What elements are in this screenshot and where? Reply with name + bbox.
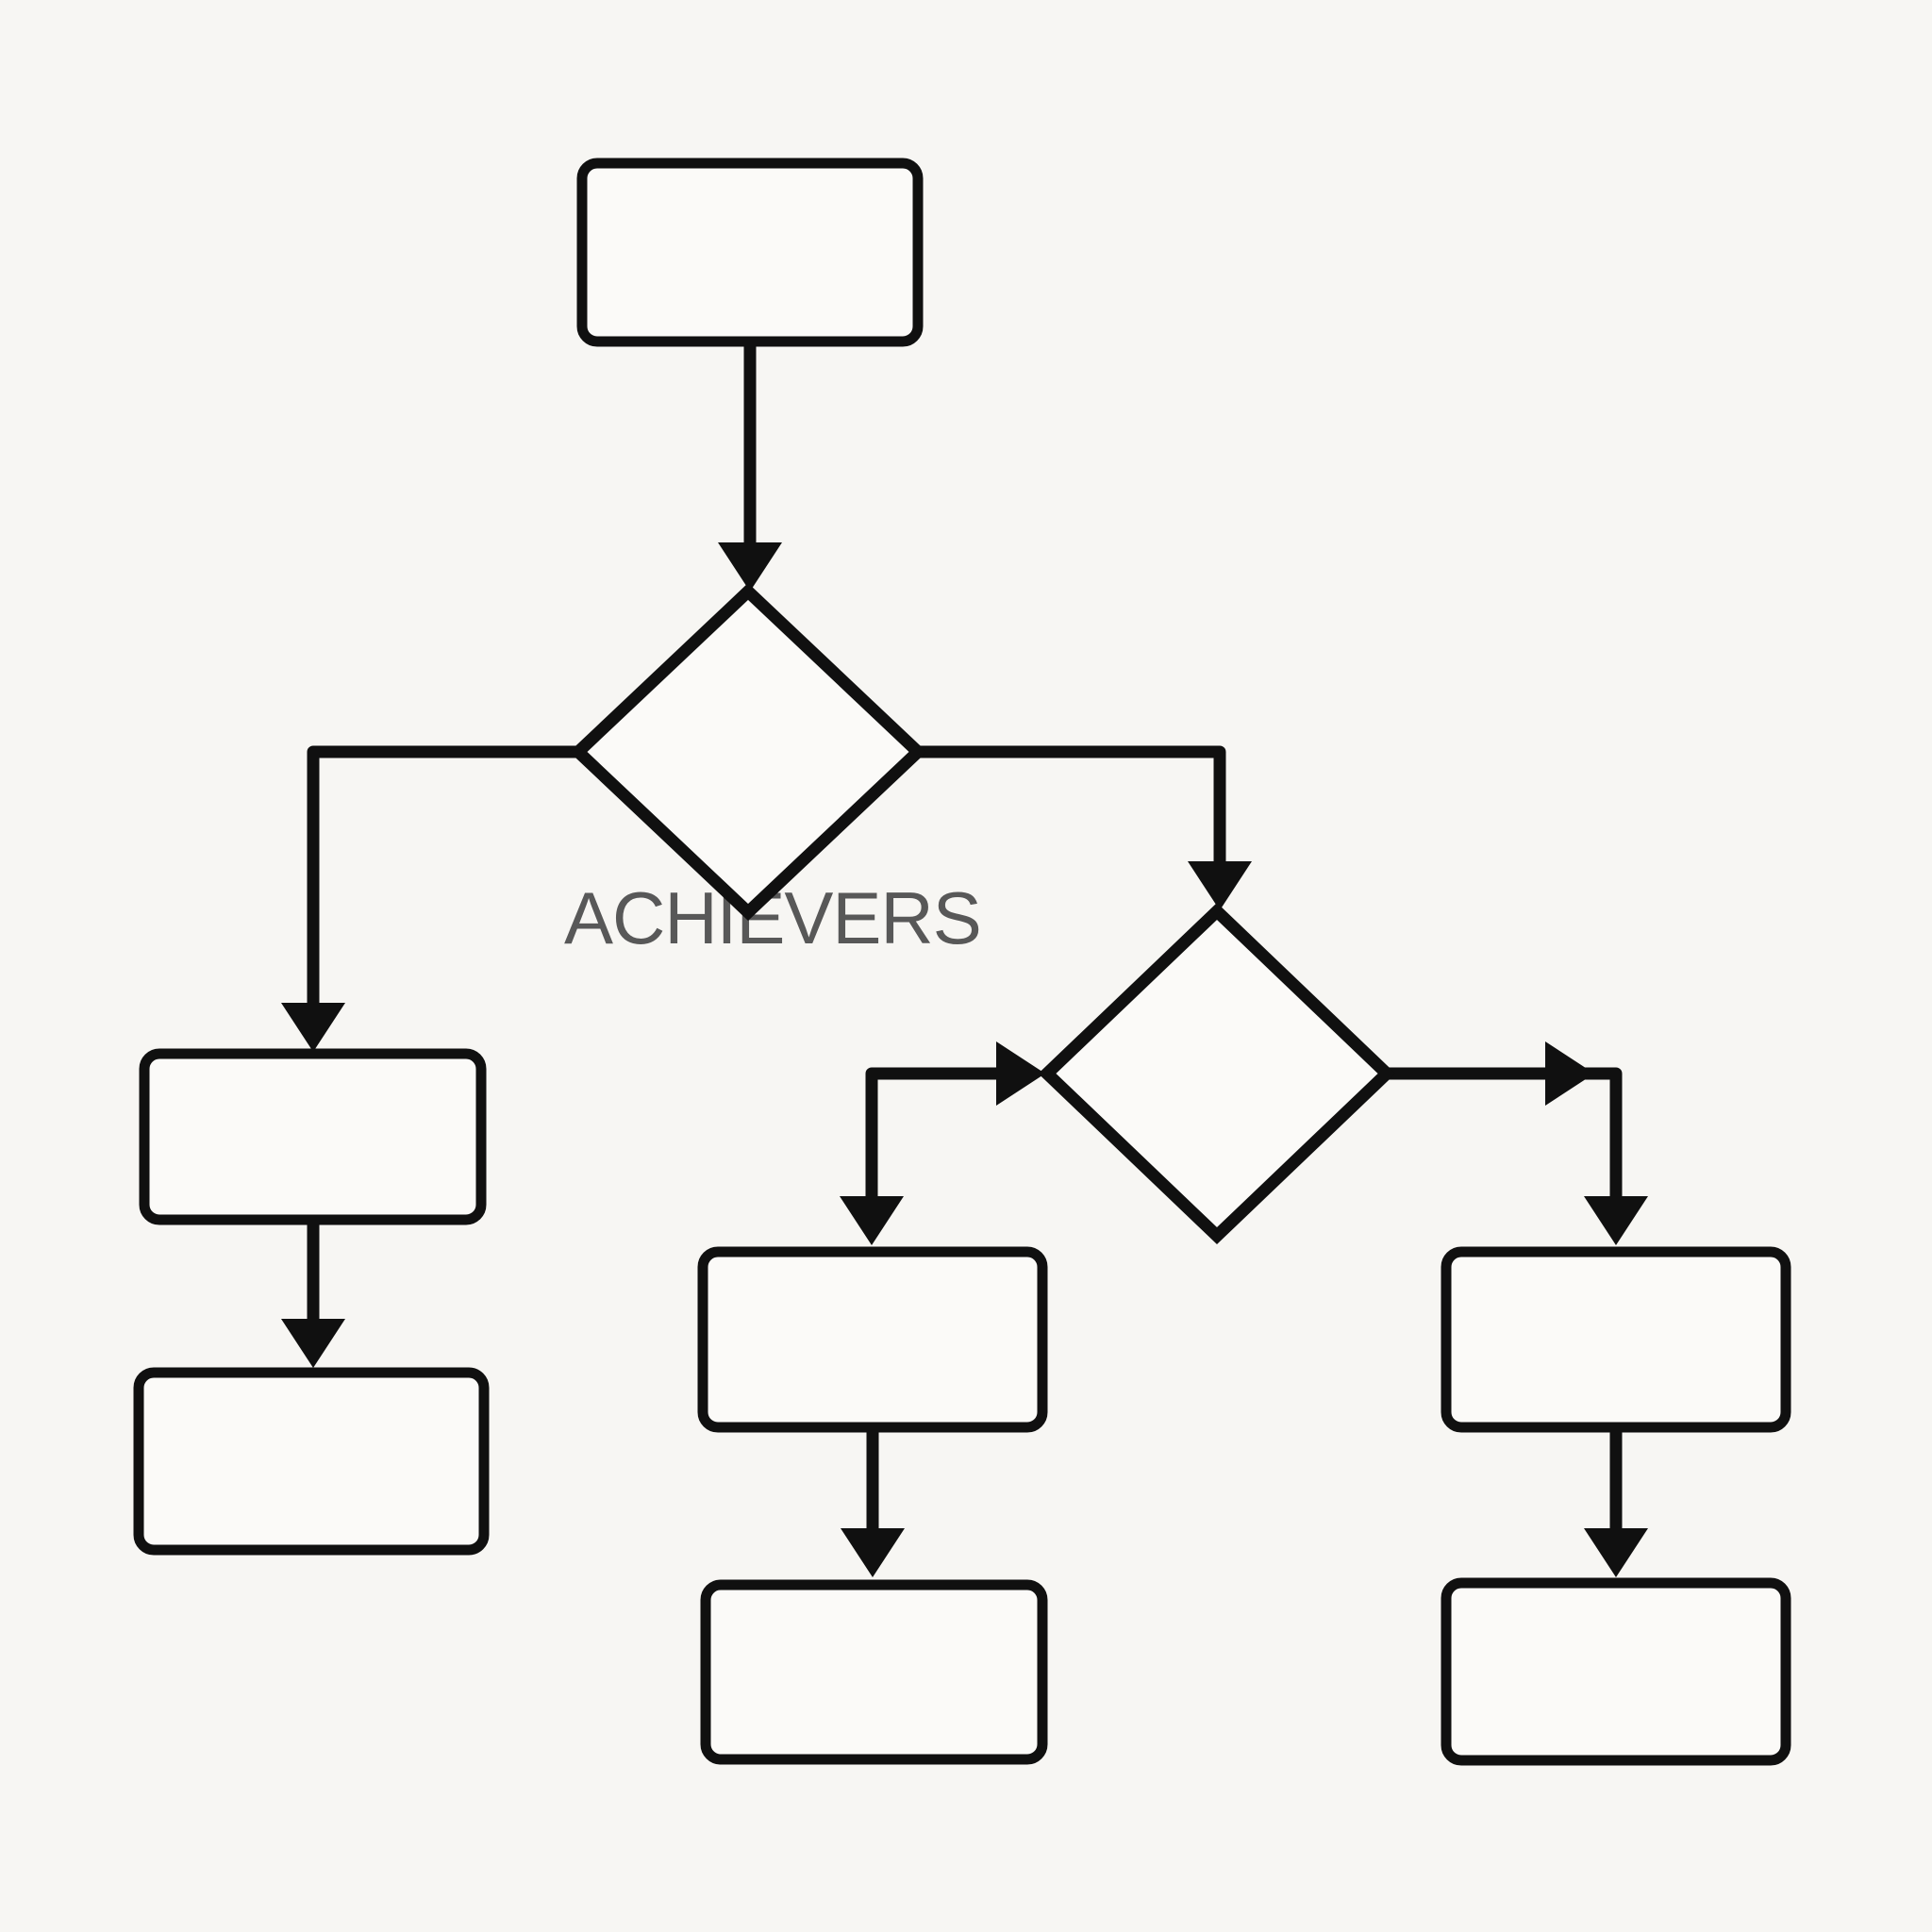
arrowhead-down-process-right-2 xyxy=(1584,1528,1648,1577)
node-decision-2 xyxy=(1038,903,1396,1244)
arrowhead-down-process-middle-2 xyxy=(841,1528,905,1577)
arrowhead-down-process-left-2 xyxy=(281,1319,345,1368)
node-start xyxy=(576,158,924,347)
node-process-middle-1 xyxy=(697,1246,1048,1433)
arrowhead-down-decision-2 xyxy=(1188,861,1252,910)
connector-decision-1-to-decision-2 xyxy=(918,745,1226,864)
node-process-left-1 xyxy=(139,1048,487,1225)
node-process-right-2 xyxy=(1441,1577,1791,1766)
connector-decision-1-to-left xyxy=(307,745,578,1006)
connector-decision-2-to-right xyxy=(1387,1067,1623,1198)
arrowhead-down-decision-1 xyxy=(718,542,782,591)
arrowhead-right-into-decision-2 xyxy=(996,1041,1045,1106)
node-process-right-1 xyxy=(1441,1246,1791,1433)
connector-elbow-to-middle xyxy=(865,1067,998,1198)
arrowhead-down-process-middle-1 xyxy=(840,1196,904,1245)
arrowhead-right-mid-line xyxy=(1545,1041,1594,1106)
node-decision-1 xyxy=(569,583,927,921)
node-process-middle-2 xyxy=(700,1579,1048,1765)
arrowhead-down-process-right-1 xyxy=(1584,1196,1648,1245)
arrowhead-down-process-left-1 xyxy=(281,1003,345,1052)
node-process-left-2 xyxy=(133,1367,490,1556)
